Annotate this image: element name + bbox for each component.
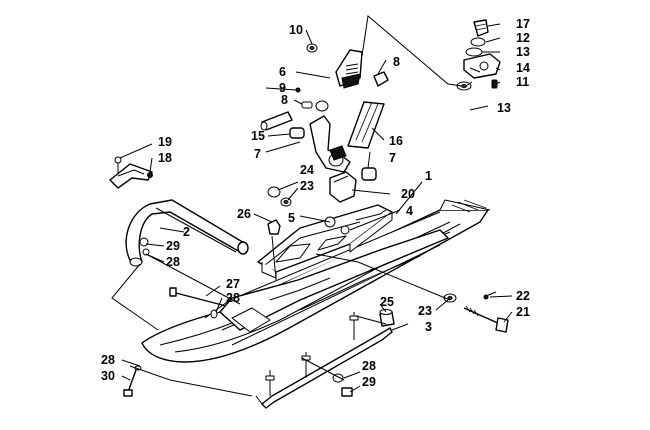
ski-handle	[125, 199, 249, 267]
callout-7a: 7	[254, 147, 261, 161]
callout-7b: 7	[389, 151, 396, 165]
callout-20: 20	[401, 187, 415, 201]
callout-6: 6	[279, 65, 286, 79]
leader-lines	[111, 15, 513, 397]
callout-23a: 23	[300, 179, 314, 193]
callout-8b: 8	[281, 93, 288, 107]
callout-16: 16	[389, 134, 403, 148]
spindle-assembly	[260, 43, 389, 235]
callout-30: 30	[101, 369, 115, 383]
callout-22: 22	[516, 289, 530, 303]
callout-9: 9	[279, 81, 286, 95]
callout-numbers: 1 2 3 4 5 6 7 7 8 8 9 10 11 12 13 13 14 …	[101, 17, 530, 389]
callout-29a: 29	[166, 239, 180, 253]
callout-13b: 13	[497, 101, 511, 115]
callout-8a: 8	[393, 55, 400, 69]
callout-12: 12	[516, 31, 530, 45]
callout-26: 26	[237, 207, 251, 221]
callout-28b: 28	[226, 291, 240, 305]
ski-body-lower	[219, 229, 449, 333]
ski-saddle	[257, 204, 393, 279]
callout-24: 24	[300, 163, 314, 177]
callout-15: 15	[251, 129, 265, 143]
callout-13a: 13	[516, 45, 530, 59]
lower-fasteners	[123, 237, 509, 397]
callout-10: 10	[289, 23, 303, 37]
callout-19: 19	[158, 135, 172, 149]
callout-18: 18	[158, 151, 172, 165]
callout-17: 17	[516, 17, 530, 31]
wear-bar	[255, 312, 393, 409]
callout-2: 2	[183, 225, 190, 239]
callout-27: 27	[226, 277, 240, 291]
callout-25: 25	[380, 295, 394, 309]
callout-4: 4	[406, 204, 413, 218]
callout-21: 21	[516, 305, 530, 319]
callout-23b: 23	[418, 304, 432, 318]
callout-28d: 28	[362, 359, 376, 373]
callout-3: 3	[425, 320, 432, 334]
callout-28a: 28	[166, 255, 180, 269]
fastener-group-right	[456, 19, 501, 91]
callout-29b: 29	[362, 375, 376, 389]
callout-28c: 28	[101, 353, 115, 367]
bracket-assembly	[109, 156, 153, 189]
callout-5: 5	[288, 211, 295, 225]
callout-1: 1	[425, 169, 432, 183]
callout-14: 14	[516, 61, 530, 75]
callout-11: 11	[516, 75, 529, 89]
